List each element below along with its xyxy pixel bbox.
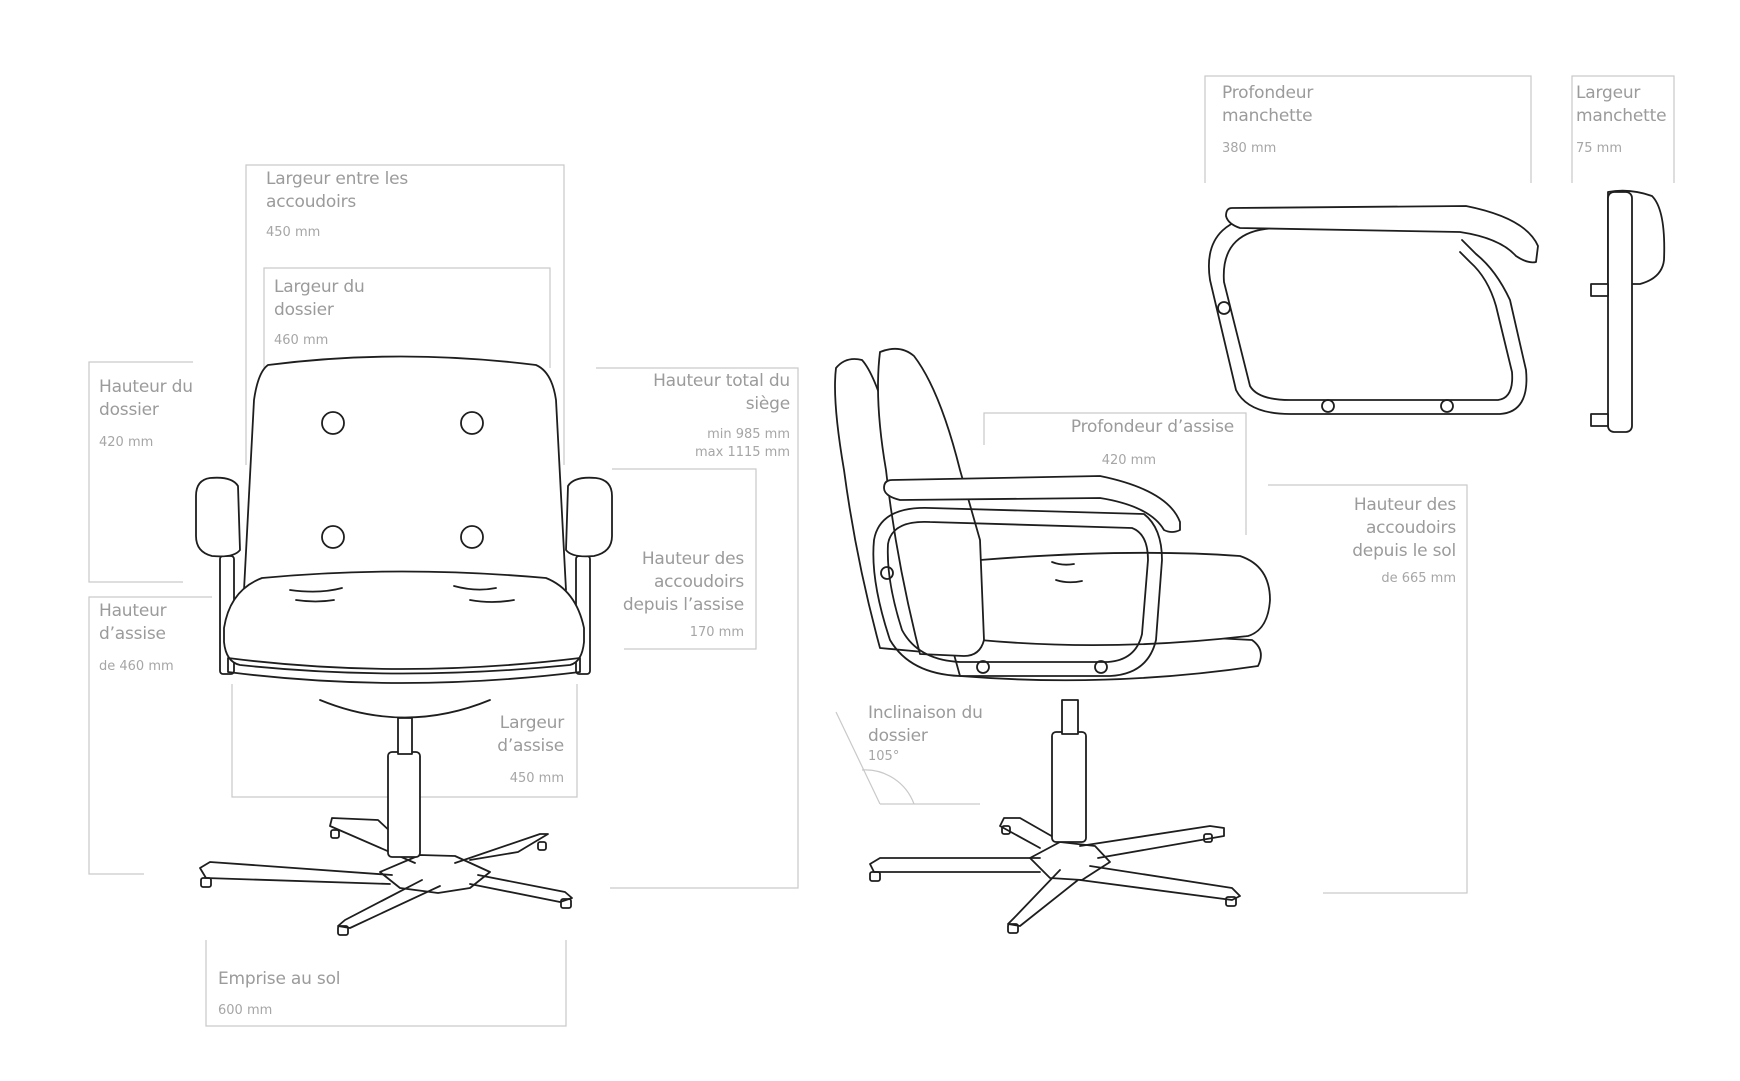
- dimension-lines: [88, 75, 1675, 1027]
- armrest-detail-end: [1590, 189, 1666, 433]
- side-view-chair: [834, 347, 1271, 934]
- value-armpad-depth: 380 mm: [1222, 141, 1277, 156]
- armrest-detail-side: [1208, 205, 1539, 415]
- front-base: [199, 817, 573, 936]
- front-armrest-right: [565, 476, 613, 558]
- label-backrest-width: Largeur du dossier: [274, 277, 365, 320]
- label-armrest-from-floor: Hauteur des accoudoirs depuis le sol: [1352, 495, 1456, 561]
- label-seat-depth: Profondeur d’assise: [1070, 417, 1234, 437]
- dim-seat-depth: [983, 412, 1247, 535]
- value-footprint: 600 mm: [218, 1003, 273, 1018]
- front-button: [321, 525, 345, 549]
- dim-recline-line: [835, 711, 881, 805]
- value-recline: 105°: [868, 749, 900, 764]
- side-base: [869, 817, 1241, 934]
- dim-seat-height: [88, 596, 212, 875]
- value-armrest-width: 450 mm: [266, 225, 321, 240]
- dim-footprint: [205, 940, 567, 1027]
- front-seat: [223, 570, 585, 675]
- front-backrest: [243, 355, 567, 591]
- dim-armrest-width: [245, 164, 565, 465]
- label-recline: Inclinaison du dossier: [868, 703, 983, 746]
- side-arm-frame: [872, 507, 1163, 677]
- value-total-height-max: max 1115 mm: [695, 445, 790, 460]
- dim-armrest-from-seat: [612, 468, 757, 650]
- front-view-chair: [195, 355, 613, 936]
- dim-armpad-depth: [1204, 75, 1532, 183]
- label-backrest-height: Hauteur du dossier: [99, 377, 193, 420]
- label-footprint: Emprise au sol: [218, 969, 341, 989]
- dim-armpad-width: [1571, 75, 1675, 183]
- front-button: [460, 411, 484, 435]
- dim-armrest-from-floor: [1268, 484, 1468, 894]
- value-backrest-height: 420 mm: [99, 435, 154, 450]
- label-armrest-width: Largeur entre les accoudoirs: [266, 169, 409, 212]
- dim-total-height: [596, 367, 799, 889]
- value-backrest-width: 460 mm: [274, 333, 329, 348]
- front-button: [460, 525, 484, 549]
- side-seat: [979, 551, 1271, 647]
- dim-backrest-height: [88, 361, 193, 583]
- value-armrest-from-floor: de 665 mm: [1381, 571, 1456, 586]
- value-armrest-from-seat: 170 mm: [689, 625, 744, 640]
- front-button: [321, 411, 345, 435]
- dim-backrest-width: [263, 267, 551, 368]
- value-seat-depth: 420 mm: [1101, 453, 1156, 468]
- label-armpad-depth: Profondeur manchette: [1222, 83, 1314, 126]
- label-total-height: Hauteur total du siège: [653, 371, 790, 414]
- front-armrest-left: [195, 476, 241, 558]
- front-gas-column: [387, 751, 421, 858]
- value-armpad-width: 75 mm: [1576, 141, 1623, 156]
- side-gas-column: [1051, 731, 1087, 843]
- label-seat-width: Largeur d’assise: [497, 713, 564, 756]
- value-seat-height: de 460 mm: [99, 659, 174, 674]
- value-seat-width: 450 mm: [509, 771, 564, 786]
- label-armpad-width: Largeur manchette: [1576, 83, 1667, 126]
- label-seat-height: Hauteur d’assise: [99, 601, 167, 644]
- value-total-height-min: min 985 mm: [707, 427, 790, 442]
- side-backrest: [877, 347, 985, 657]
- side-armpad: [883, 475, 1181, 533]
- label-armrest-from-seat: Hauteur des accoudoirs depuis l’assise: [622, 549, 744, 615]
